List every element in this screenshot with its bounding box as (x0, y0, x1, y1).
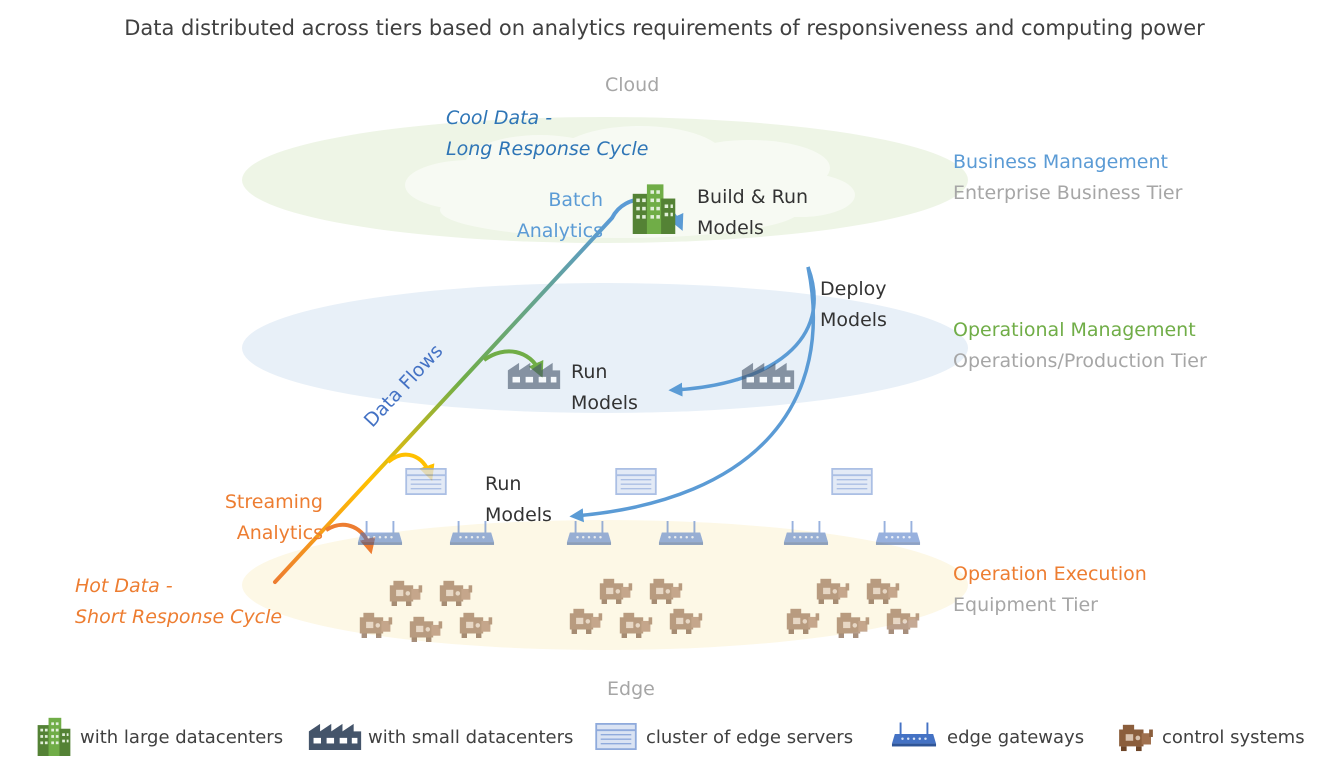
run-models-ops-line1: Run (571, 361, 608, 383)
run-models-edge-line2: Models (485, 504, 552, 526)
tier-execution-sub: Equipment Tier (953, 594, 1098, 616)
deploy-line2: Models (820, 309, 887, 331)
legend-large-datacenter-icon (37, 717, 71, 756)
tier-business-sub: Enterprise Business Tier (953, 182, 1183, 204)
streaming-analytics-line2: Analytics (236, 522, 323, 544)
batch-analytics-label: Batch Analytics (486, 185, 603, 247)
legend-control-system-icon (1119, 724, 1153, 752)
build-run-models-label: Build & Run Models (697, 182, 808, 244)
edge-gateway-icon (783, 520, 829, 546)
data-flow-line (273, 216, 614, 584)
legend-small-datacenter-icon (308, 723, 362, 750)
tier-business-name: Business Management (953, 151, 1168, 173)
cool-data-line1: Cool Data - (446, 107, 553, 129)
build-run-line2: Models (697, 217, 764, 239)
deploy-line1: Deploy (820, 278, 887, 300)
edge-server-cluster-icon (831, 468, 873, 495)
streaming-analytics-label: Streaming Analytics (200, 487, 323, 549)
legend-edge-gateway-icon (891, 721, 937, 748)
cloud-label: Cloud (605, 74, 660, 96)
edge-label: Edge (607, 678, 655, 700)
legend-control-system-label: control systems (1162, 727, 1305, 748)
hot-data-label: Hot Data - Short Response Cycle (75, 571, 282, 633)
run-models-edge-line1: Run (485, 473, 522, 495)
hot-data-line2: Short Response Cycle (75, 606, 283, 628)
batch-analytics-line1: Batch (548, 189, 603, 211)
cool-data-line2: Long Response Cycle (446, 138, 649, 160)
tier-operational-sub: Operations/Production Tier (953, 350, 1207, 372)
deploy-models-label: Deploy Models (820, 274, 887, 336)
streaming-analytics-line1: Streaming (224, 491, 323, 513)
deploy-to-ops-arrow (668, 266, 816, 397)
legend-edge-server-cluster-icon (595, 723, 637, 750)
edge-server-cluster-icon (615, 468, 657, 495)
tier-business: Business Management Enterprise Business … (953, 147, 1182, 209)
edge-gateway-icon (357, 520, 403, 546)
deploy-to-edge-arrow (569, 266, 816, 523)
diagram-title: Data distributed across tiers based on a… (124, 16, 1205, 40)
legend-edge-gateway-label: edge gateways (947, 727, 1085, 748)
hot-data-line1: Hot Data - (75, 575, 173, 597)
edge-server-cluster-icon (405, 468, 447, 495)
build-run-line1: Build & Run (697, 186, 809, 208)
cool-data-label: Cool Data - Long Response Cycle (446, 103, 648, 165)
tier-execution: Operation Execution Equipment Tier (953, 559, 1147, 621)
batch-analytics-line2: Analytics (516, 220, 603, 242)
run-models-ops-line2: Models (571, 392, 638, 414)
legend-small-datacenter-label: with small datacenters (368, 727, 574, 748)
tier-execution-name: Operation Execution (953, 563, 1147, 585)
legend-edge-server-label: cluster of edge servers (646, 727, 854, 748)
tier-operational: Operational Management Operations/Produc… (953, 315, 1207, 377)
run-models-ops-label: Run Models (571, 357, 638, 419)
edge-gateway-icon (875, 520, 921, 546)
legend-large-datacenter-label: with large datacenters (80, 727, 284, 748)
run-models-edge-label: Run Models (485, 469, 552, 531)
tier-operational-name: Operational Management (953, 319, 1196, 341)
